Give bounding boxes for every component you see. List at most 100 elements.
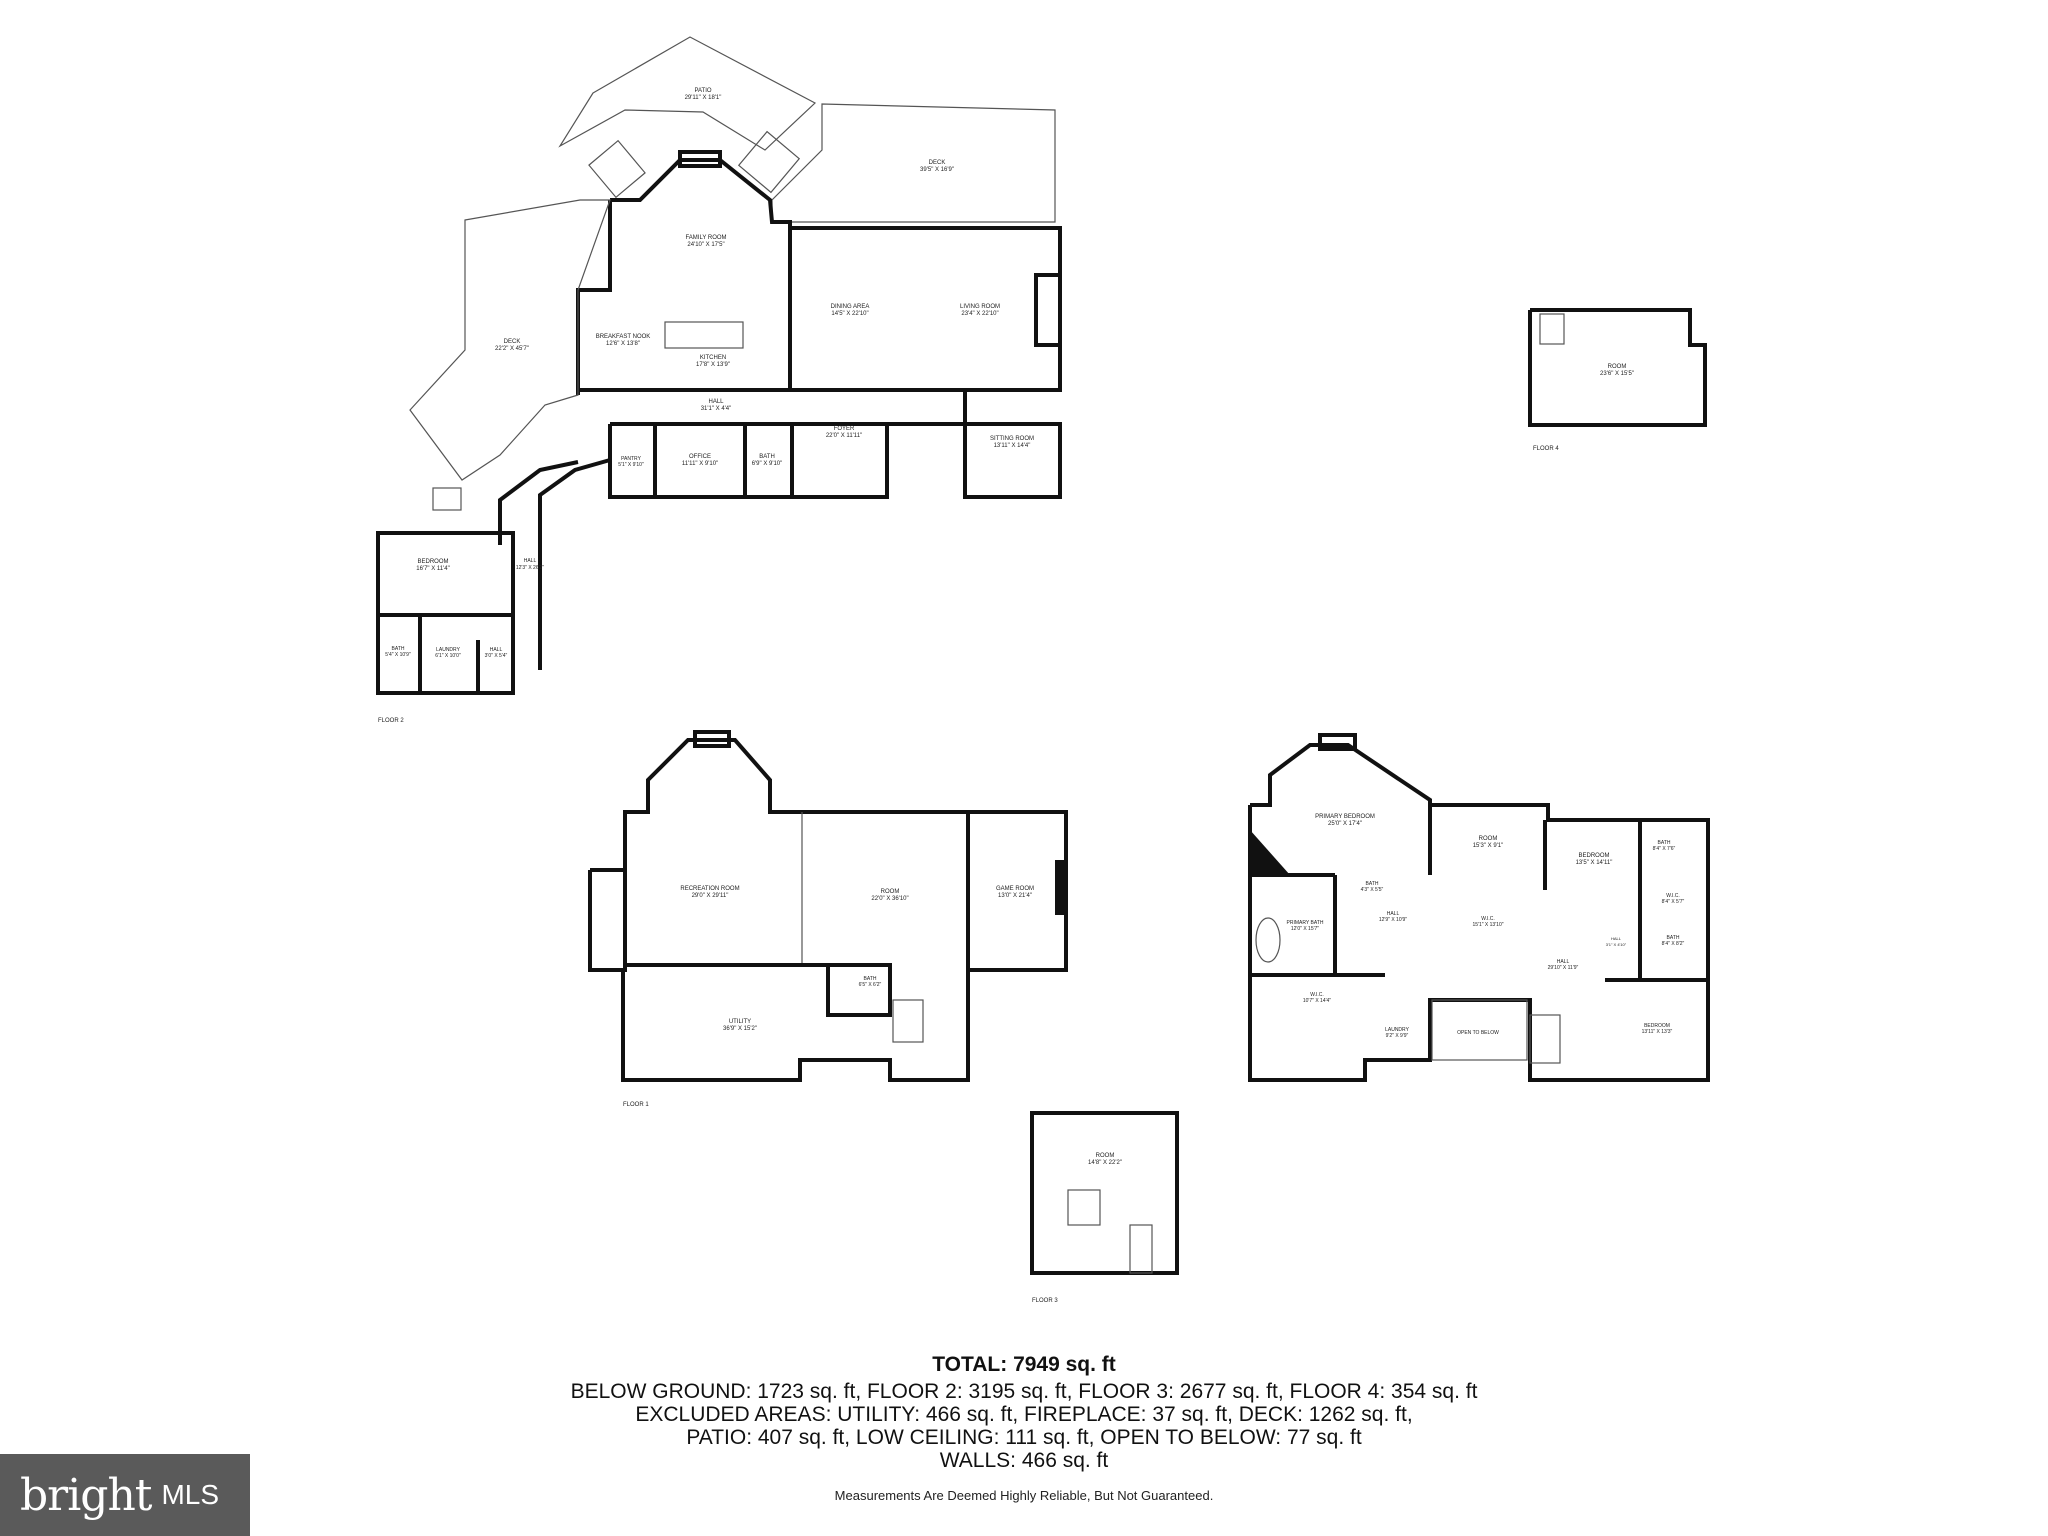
low-ceiling-triangle [1250,830,1290,875]
room-laundry: LAUNDRY 6'1" X 10'0" [435,647,461,659]
room-dims: 23'4" X 22'10" [961,311,998,317]
room-f3-open-below: OPEN TO BELOW [1457,1030,1499,1036]
floor-4-walls [1528,308,1707,427]
room-name: DECK [929,160,946,166]
room-dims: 12'6" X 13'8" [606,341,640,347]
room-recreation: RECREATION ROOM 29'0" X 29'11" [680,886,739,899]
room-f3-wic-2: W.I.C. 8'4" X 5'7" [1662,893,1685,905]
room-primary-bedroom: PRIMARY BEDROOM 25'0" X 17'4" [1315,814,1375,827]
room-name: UTILITY [729,1019,751,1025]
room-name: PRIMARY BEDROOM [1315,814,1375,820]
connecting-hall-walls-2 [538,458,611,670]
room-name: RECREATION ROOM [680,886,739,892]
room-hall-vertical: HALL 12'3" X 26'2" [516,558,544,571]
room-name: W.I.C. [1481,916,1495,922]
floor-3b-plan: ROOM 14'8" X 22'2" FLOOR 3 [1030,1111,1179,1304]
room-dims: 6'9" X 9'10" [752,461,783,467]
room-dims: 6'5" X 6'2" [859,982,882,988]
floor-1-plan: RECREATION ROOM 29'0" X 29'11" ROOM 22'0… [588,730,1068,1108]
room-dims: 39'5" X 16'9" [920,167,954,173]
room-name: ROOM [1479,836,1498,842]
room-name: BATH [759,454,775,460]
room-name: FOYER [834,426,855,432]
room-dims: 14'8" X 22'2" [1088,1160,1122,1166]
room-dims: 24'10" X 17'5" [687,242,724,248]
room-name: KITCHEN [700,355,726,361]
room-dims: 31'1" X 4'4" [701,406,732,412]
room-name: BATH [392,646,405,652]
room-f3-primary-bath: PRIMARY BATH 12'0" X 15'7" [1287,920,1324,932]
area-breakdown-line: BELOW GROUND: 1723 sq. ft, FLOOR 2: 3195… [570,1380,1478,1403]
patio-outline [558,36,817,151]
room-name: ROOM [1608,364,1627,370]
room-dims: 13'0" X 21'4" [998,893,1032,899]
room-hall-small: HALL 3'0" X 5'4" [485,647,508,659]
room-utility: UTILITY 36'9" X 15'2" [723,1019,757,1032]
f3-tub [1255,917,1281,963]
room-name: HALL [1611,936,1622,941]
room-dims: 12'9" X 10'9" [1379,917,1407,923]
logo-suffix: MLS [161,1479,220,1510]
room-name: BATH [1667,935,1680,941]
room-dims: 15'3" X 9'1" [1473,843,1504,849]
floor-3-fireplace [1318,733,1357,751]
room-name: W.I.C. [1310,992,1324,998]
floor-1-stairs [892,999,924,1043]
room-floor1-bath: BATH 6'5" X 6'2" [859,976,882,988]
floor-3b-stairs [1067,1189,1101,1226]
living-fireplace [1034,273,1062,347]
patio-stairs-left [588,139,646,199]
room-dims: 5'4" X 10'9" [385,652,411,658]
room-dims: 8'4" X 8'2" [1662,941,1685,947]
disclaimer: Measurements Are Deemed Highly Reliable,… [834,1488,1214,1503]
kitchen-island [664,321,744,349]
room-dims: 22'0" X 36'10" [871,896,908,902]
room-name: BEDROOM [417,559,448,565]
logo-word: bright [20,1469,152,1521]
room-dims: 15'1" X 13'10" [1472,922,1503,928]
room-dims: 8'4" X 7'6" [1653,846,1676,852]
bright-mls-logo: bright MLS [0,1454,250,1536]
floor-label: FLOOR 2 [378,718,404,724]
room-breakfast: BREAKFAST NOOK 12'6" X 13'8" [596,334,651,347]
deck-upper-outline [771,103,1056,223]
room-dims: 29'11" X 18'1" [685,95,722,101]
room-name: FAMILY ROOM [685,235,726,241]
floor-1-bath [826,963,892,1017]
room-dims: 14'5" X 22'10" [831,311,868,317]
room-name: SITTING ROOM [990,436,1034,442]
room-dims: 6'1" X 10'0" [435,653,461,659]
room-name: BEDROOM [1644,1023,1670,1029]
room-f3-wic-3: W.I.C. 10'7" X 14'4" [1303,992,1331,1004]
room-dims: 13'11" X 13'3" [1642,1029,1673,1035]
floor-label: FLOOR 3 [1032,1298,1058,1304]
room-name: BEDROOM [1578,853,1609,859]
room-dims: 5'1" X 9'10" [618,462,644,468]
room-dims: 11'11" X 9'10" [682,461,718,467]
room-dims: 4'3" X 5'5" [1361,887,1384,893]
floor-1-walls [590,738,1068,1082]
floor-3-plan: PRIMARY BEDROOM 25'0" X 17'4" ROOM 15'3"… [1248,733,1710,1082]
room-name: BATH [1658,840,1671,846]
room-name: LAUNDRY [436,647,460,653]
room-f3-bath-3: BATH 8'4" X 8'2" [1662,935,1685,947]
room-name: DINING AREA [831,304,870,310]
room-f3-bath-1: BATH 8'4" X 7'6" [1653,840,1676,852]
room-dims: 22'0" X 11'11" [826,433,862,439]
room-patio: PATIO 29'11" X 18'1" [685,88,722,101]
room-f3-wic-1: W.I.C. 15'1" X 13'10" [1472,916,1503,928]
room-name: BATH [1366,881,1379,887]
room-office: OFFICE 11'11" X 9'10" [682,454,718,467]
room-name: BATH [864,976,877,982]
room-f3-bedroom: BEDROOM 13'5" X 14'11" [1576,853,1613,866]
room-floor3b: ROOM 14'8" X 22'2" [1088,1153,1122,1166]
floor-4-stairs [1539,313,1565,345]
floor-3b-closet [1129,1224,1153,1274]
floor-2-plan: PATIO 29'11" X 18'1" DECK 39'5" X 16'9" … [376,36,1062,724]
patio-stairs-right [737,130,801,194]
room-bath: BATH 6'9" X 9'10" [752,454,783,467]
room-dims: 29'10" X 11'9" [1548,965,1579,971]
room-f3-hall-3: HALL 3'1" X 4'10" [1606,936,1627,947]
room-name: GAME ROOM [996,886,1034,892]
room-dims: 17'8" X 13'9" [696,362,730,368]
